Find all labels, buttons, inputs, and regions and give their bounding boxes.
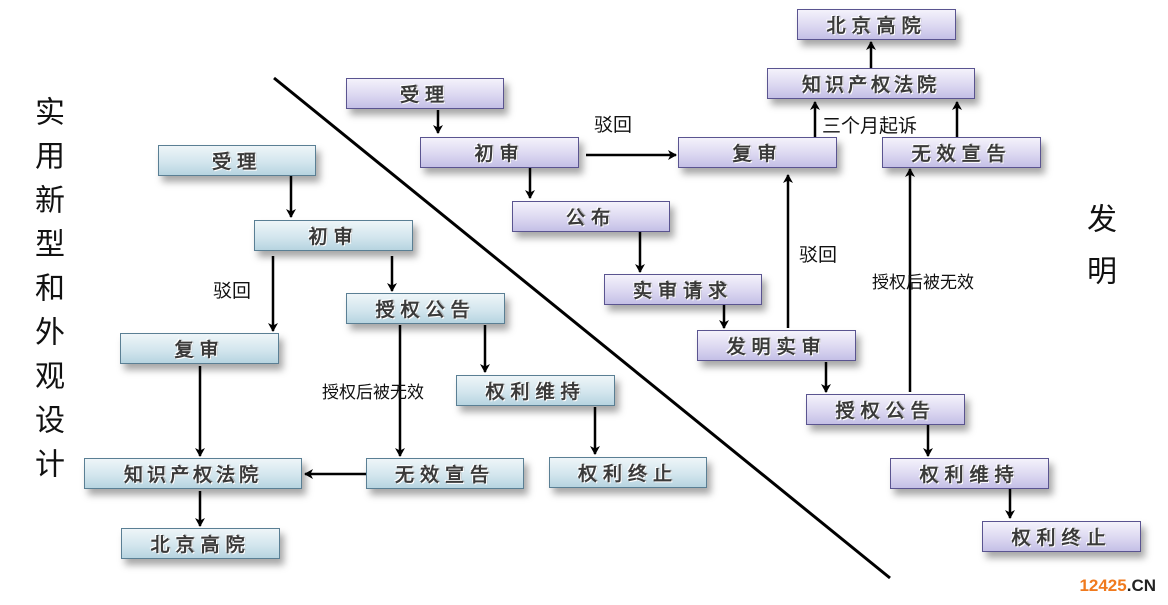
left-label-rejected: 驳回 [213,280,252,302]
utility-design-title: 实用新型和外观设计 [29,96,64,492]
right-node-reexamination: 复审 [678,137,837,168]
left-node-reexamination: 复审 [120,333,279,364]
left-node-beijing-high-court: 北京高院 [121,528,280,559]
right-node-preliminary: 初审 [420,137,579,168]
watermark: 12425.CN [1079,576,1156,596]
left-label-invalid-after-grant: 授权后被无效 [322,383,424,403]
left-node-terminate: 权利终止 [549,457,707,488]
right-label-rejected-mid: 驳回 [799,244,838,266]
invention-title: 发明 [1081,203,1116,307]
left-node-grant-announce: 授权公告 [346,293,505,324]
left-node-preliminary: 初审 [254,220,413,251]
right-node-exam-request: 实审请求 [604,274,762,305]
right-label-rejected-top: 驳回 [594,114,633,136]
left-node-maintain: 权利维持 [456,375,615,406]
right-node-ip-court: 知识产权法院 [767,68,975,99]
watermark-domain: .CN [1126,576,1156,595]
right-label-invalid-after-grant: 授权后被无效 [872,273,974,293]
left-node-ip-court: 知识产权法院 [84,458,302,489]
left-node-invalidation: 无效宣告 [366,458,524,489]
right-node-grant-announce: 授权公告 [806,394,965,425]
right-node-terminate: 权利终止 [982,521,1141,552]
right-node-substantive-exam: 发明实审 [697,330,856,361]
right-node-beijing-high-court: 北京高院 [797,9,956,40]
section-divider [273,76,891,580]
watermark-number: 12425 [1079,576,1127,595]
left-node-accept: 受理 [158,145,316,176]
right-label-three-months: 三个月起诉 [822,115,918,137]
right-node-accept: 受理 [346,78,504,109]
right-node-publish: 公布 [512,201,670,232]
right-node-maintain: 权利维持 [890,458,1049,489]
right-node-invalidation: 无效宣告 [882,137,1041,168]
